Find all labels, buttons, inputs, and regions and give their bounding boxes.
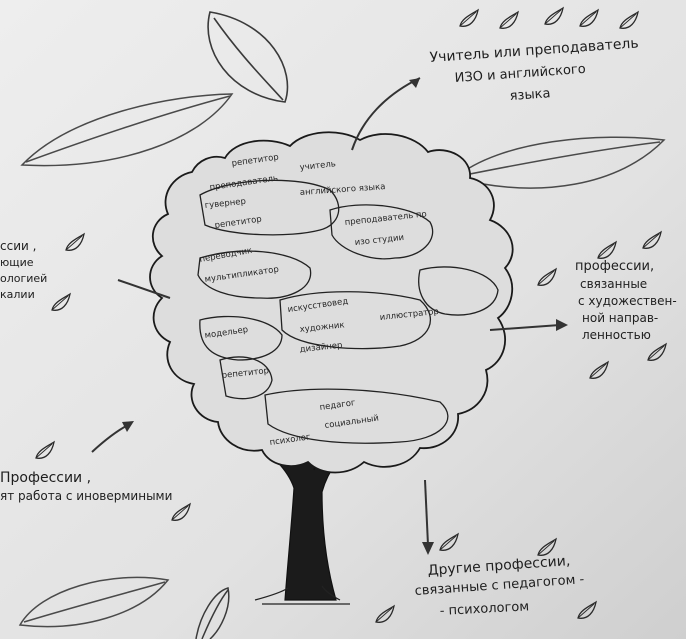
- label-line: с художествен-: [578, 294, 677, 308]
- label-line: ной направ-: [582, 311, 658, 325]
- label-line: профессии,: [575, 259, 654, 274]
- label-line: ленностью: [582, 328, 651, 342]
- label-line: связанные: [580, 277, 647, 291]
- label-line: ологией: [0, 272, 47, 285]
- label-line: ссии ,: [0, 239, 36, 253]
- label-line: языка: [509, 86, 551, 104]
- label-line: ят работа с иновермиными: [0, 489, 172, 503]
- label-line: калии: [0, 288, 35, 301]
- label-line: ющие: [0, 256, 34, 269]
- label-line: Профессии ,: [0, 470, 91, 486]
